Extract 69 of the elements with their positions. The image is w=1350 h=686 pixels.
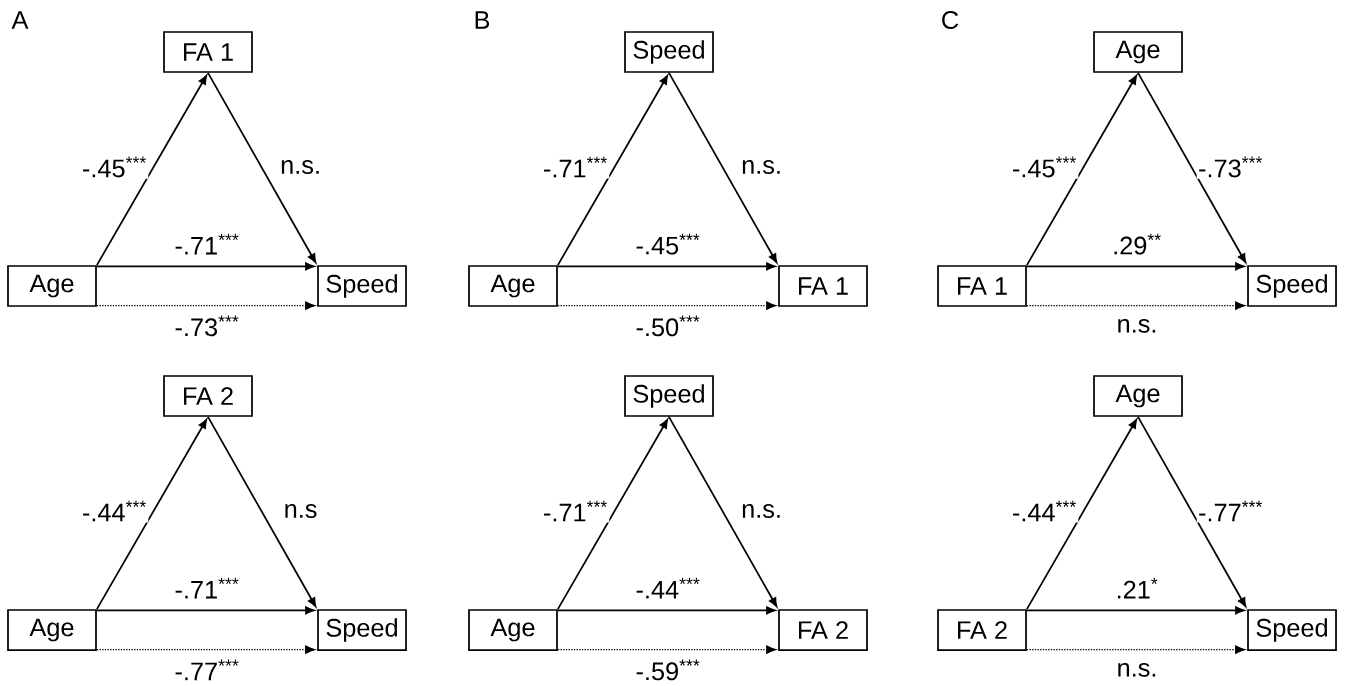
edge-label: -.59$^{***}$ bbox=[634, 658, 702, 682]
arrow bbox=[207, 72, 317, 263]
arrow bbox=[1026, 301, 1246, 310]
edge-label: n.s. bbox=[278, 158, 323, 176]
arrow bbox=[557, 262, 776, 271]
edge-label: -.44$^{***}$ bbox=[1010, 499, 1079, 523]
edge-label: -.77$^{***}$ bbox=[173, 658, 241, 682]
variable-box: FA 1 bbox=[163, 31, 253, 73]
variable-box: Age bbox=[7, 609, 97, 651]
variable-box: Age bbox=[468, 609, 558, 651]
edge-label: -.71$^{***}$ bbox=[541, 155, 610, 179]
arrow bbox=[557, 75, 669, 266]
panel-letter: C bbox=[942, 11, 959, 29]
edge-label: -.45$^{***}$ bbox=[634, 232, 702, 256]
arrow bbox=[1026, 419, 1138, 610]
edge-label: n.s bbox=[282, 502, 319, 520]
edge-label: -.71$^{***}$ bbox=[173, 232, 241, 256]
edge-label: n.s. bbox=[739, 158, 784, 176]
variable-box: Speed bbox=[1247, 609, 1337, 651]
arrow bbox=[557, 419, 669, 610]
edge-label: .29$^{**}$ bbox=[1110, 232, 1164, 256]
arrow bbox=[1026, 606, 1245, 615]
arrow bbox=[96, 645, 316, 654]
arrow bbox=[1026, 645, 1246, 654]
arrow bbox=[668, 72, 778, 263]
arrow bbox=[96, 419, 208, 610]
arrow bbox=[1026, 75, 1138, 266]
edge-label: -.71$^{***}$ bbox=[541, 499, 610, 523]
edge-label: n.s. bbox=[739, 502, 784, 520]
edge-label: -.77$^{***}$ bbox=[1196, 499, 1265, 523]
arrow bbox=[557, 645, 777, 654]
edge-label: n.s. bbox=[1115, 317, 1159, 335]
arrow bbox=[1137, 416, 1247, 607]
edge-label: -.71$^{***}$ bbox=[173, 576, 241, 600]
arrow bbox=[207, 416, 317, 607]
variable-box: Age bbox=[1093, 375, 1183, 417]
arrow bbox=[96, 75, 208, 266]
variable-box: Speed bbox=[317, 609, 407, 651]
arrow bbox=[96, 262, 315, 271]
edge-label: -.44$^{***}$ bbox=[634, 576, 702, 600]
edge-label: -.73$^{***}$ bbox=[1196, 155, 1265, 179]
edge-label: .21$^{*}$ bbox=[1114, 576, 1160, 600]
variable-box: FA 2 bbox=[163, 375, 253, 417]
arrow bbox=[668, 416, 778, 607]
variable-box: FA 2 bbox=[778, 609, 868, 651]
panel-letter: A bbox=[11, 11, 29, 29]
variable-box: Age bbox=[468, 265, 558, 307]
edge-label: -.45$^{***}$ bbox=[1010, 155, 1079, 179]
arrow bbox=[96, 301, 316, 310]
edge-label: n.s. bbox=[1115, 661, 1159, 679]
edge-label: -.73$^{***}$ bbox=[173, 314, 241, 338]
variable-box: FA 2 bbox=[937, 609, 1027, 651]
edge-label: -.45$^{***}$ bbox=[80, 155, 149, 179]
arrow bbox=[557, 606, 776, 615]
variable-box: Speed bbox=[624, 31, 714, 73]
edge-label: -.50$^{***}$ bbox=[634, 314, 702, 338]
panel-letter: B bbox=[475, 11, 490, 29]
variable-box: Speed bbox=[1247, 265, 1337, 307]
variable-box: Speed bbox=[624, 375, 714, 417]
arrow bbox=[96, 606, 315, 615]
arrow bbox=[557, 301, 777, 310]
edge-label: -.44$^{***}$ bbox=[80, 499, 149, 523]
arrow bbox=[1026, 262, 1245, 271]
variable-box: FA 1 bbox=[937, 265, 1027, 307]
variable-box: Age bbox=[7, 265, 97, 307]
variable-box: Age bbox=[1093, 31, 1183, 73]
arrow bbox=[1137, 72, 1247, 263]
variable-box: Speed bbox=[317, 265, 407, 307]
variable-box: FA 1 bbox=[778, 265, 868, 307]
